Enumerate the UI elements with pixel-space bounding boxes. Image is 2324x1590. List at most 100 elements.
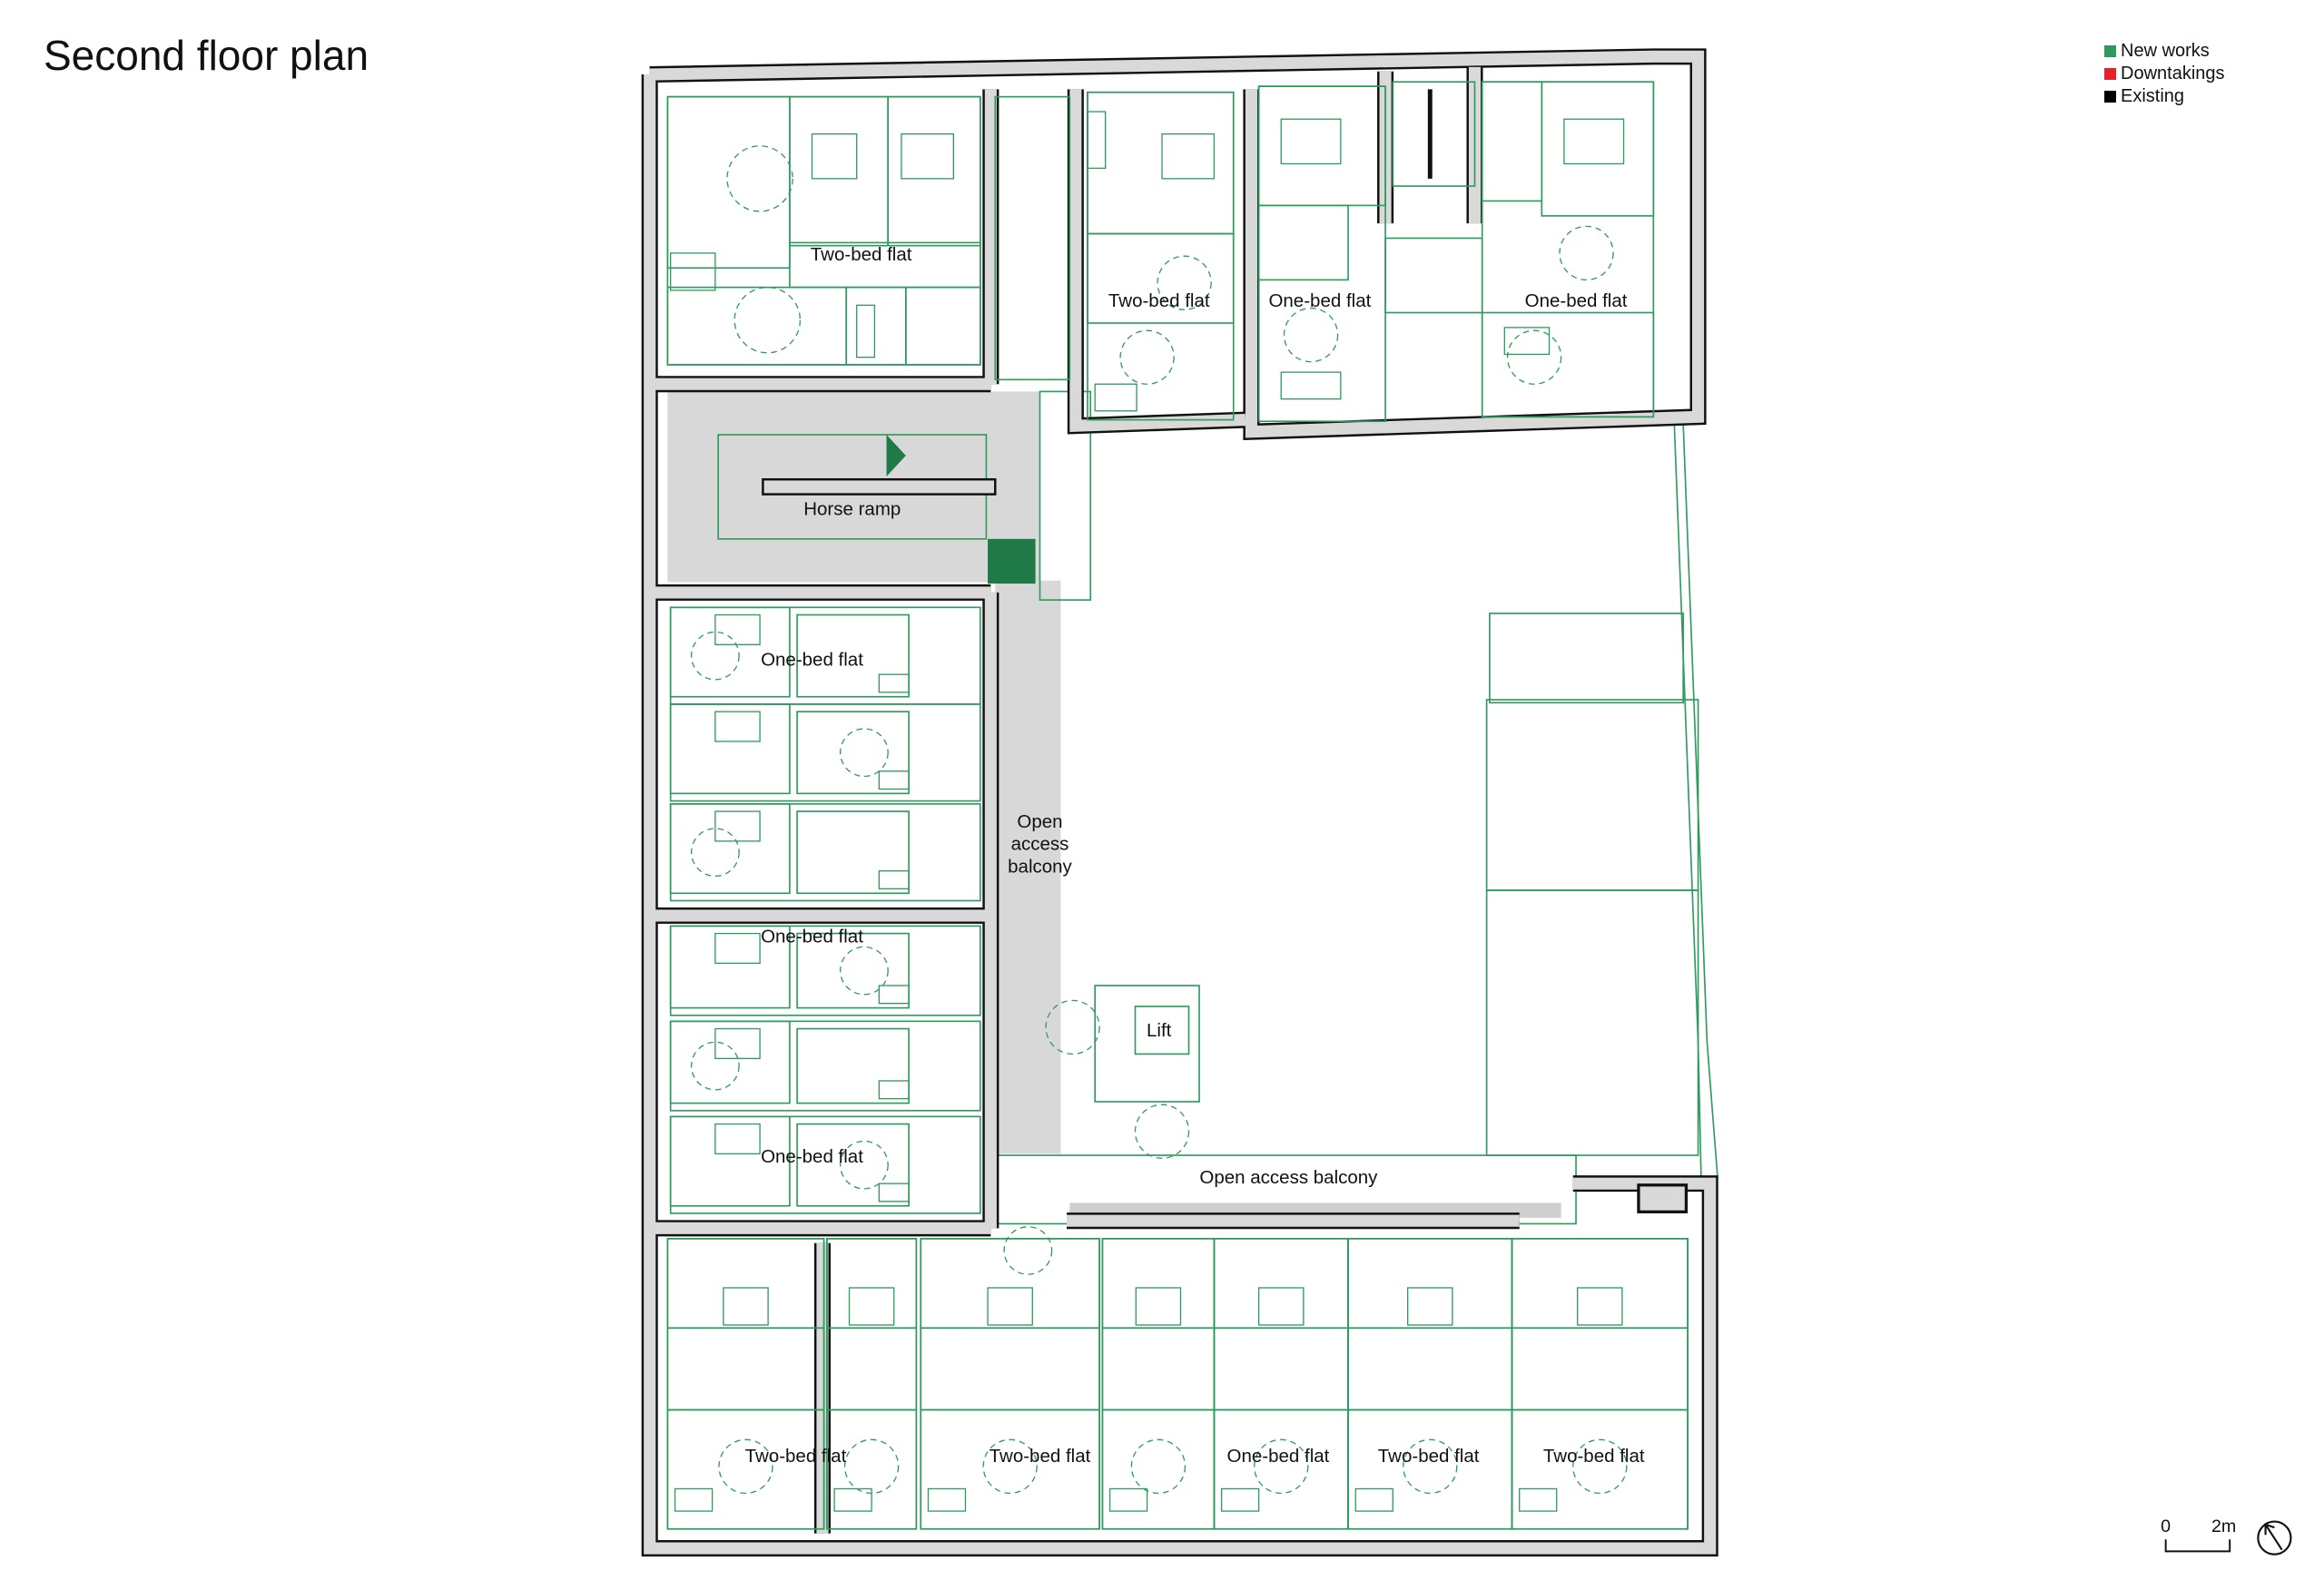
label-horse-ramp: Horse ramp	[803, 499, 901, 520]
stair-arrow-icon	[886, 435, 906, 476]
room-partition	[796, 613, 910, 698]
label-two-bed-flat: Two-bed flat	[811, 244, 912, 265]
legend-swatch	[2104, 91, 2116, 103]
bed	[714, 613, 761, 645]
room-partition	[826, 1327, 918, 1411]
bed	[1280, 118, 1342, 165]
room-partition	[1101, 1238, 1216, 1530]
room-partition	[1087, 91, 1235, 421]
room-partition	[1511, 1327, 1689, 1411]
room-partition	[669, 606, 791, 698]
turning-circle	[1283, 307, 1339, 363]
table	[878, 673, 910, 693]
scale-end: 2m	[2211, 1516, 2236, 1536]
room-partition	[1511, 1238, 1689, 1530]
turning-circle	[1559, 225, 1614, 281]
bath	[1087, 111, 1107, 170]
room-partition	[920, 1408, 1100, 1530]
room-partition	[1347, 1238, 1513, 1330]
turning-circle	[718, 1438, 773, 1495]
bed	[1161, 132, 1216, 180]
turning-circle	[982, 1438, 1038, 1495]
room-partition	[1257, 85, 1386, 207]
room-partition	[826, 1238, 918, 1530]
room-partition	[666, 95, 981, 366]
room-partition	[905, 286, 981, 366]
legend: New works Downtakings Existing	[2104, 40, 2225, 108]
room-partition	[1101, 1238, 1216, 1330]
lift	[1094, 985, 1200, 1103]
north-arrow-icon	[2257, 1520, 2292, 1556]
table	[669, 252, 716, 291]
room-partition	[1213, 1238, 1349, 1530]
turning-circle	[690, 631, 740, 681]
label-open-access-balcony: Open access balcony	[1199, 1167, 1378, 1188]
turning-circle	[1254, 1438, 1309, 1495]
legend-item-downtakings: Downtakings	[2104, 63, 2225, 85]
label-one-bed-flat: One-bed flat	[761, 926, 863, 947]
room-partition	[796, 711, 910, 795]
room-partition	[1511, 1408, 1689, 1530]
scale-start: 0	[2161, 1516, 2171, 1536]
table	[878, 1080, 910, 1100]
room-partition	[826, 1408, 918, 1530]
legend-label: New works	[2121, 41, 2210, 61]
room-partition	[1511, 1238, 1689, 1330]
room-partition	[1257, 85, 1386, 423]
room-partition	[666, 1327, 825, 1411]
bed	[1257, 1287, 1305, 1326]
bed	[714, 810, 761, 842]
label-two-bed-flat: Two-bed flat	[1108, 290, 1210, 311]
room-partition	[789, 95, 889, 247]
turning-circle	[1130, 1438, 1187, 1495]
bed	[987, 1287, 1033, 1326]
room-partition	[669, 1020, 791, 1104]
room-partition	[796, 1027, 910, 1104]
room-partition	[1481, 81, 1543, 202]
room-partition	[920, 1327, 1100, 1411]
label-one-bed-flat: One-bed flat	[761, 1146, 863, 1167]
turning-circle	[726, 145, 793, 212]
turning-circle	[1506, 329, 1562, 385]
turning-circle	[734, 286, 802, 354]
room-partition	[666, 1408, 825, 1530]
label-lift: Lift	[1147, 1020, 1172, 1041]
sofa	[1094, 383, 1137, 412]
legend-item-new-works: New works	[2104, 40, 2225, 63]
turning-circle	[1003, 1226, 1053, 1275]
room-partition	[666, 95, 791, 270]
room-partition	[666, 1238, 825, 1530]
bed	[1135, 1287, 1182, 1326]
room-partition	[1101, 1327, 1216, 1411]
room-partition	[1347, 1238, 1513, 1530]
room-partition	[796, 1123, 910, 1207]
table	[674, 1487, 714, 1512]
table	[1354, 1487, 1393, 1512]
room-partition	[1347, 1327, 1513, 1411]
turning-circle	[1045, 999, 1100, 1055]
label-one-bed-flat: One-bed flat	[1268, 290, 1371, 311]
label-open-access-balcony: access	[1011, 834, 1069, 855]
new-works-rooms	[666, 81, 1689, 1530]
label-two-bed-flat: Two-bed flat	[990, 1446, 1091, 1467]
bed	[714, 1123, 761, 1155]
room-partition	[669, 925, 791, 1009]
table	[878, 985, 910, 1005]
room-partition	[666, 1238, 825, 1330]
turning-circle	[1134, 1104, 1190, 1159]
label-one-bed-flat: One-bed flat	[1227, 1446, 1330, 1467]
bed	[1563, 118, 1625, 165]
room-partition	[1087, 232, 1235, 324]
legend-item-existing: Existing	[2104, 85, 2225, 108]
label-one-bed-flat: One-bed flat	[1525, 290, 1628, 311]
room-partition	[826, 1238, 918, 1330]
courtyard-boundary	[1039, 390, 1718, 1177]
room-partition	[994, 95, 1071, 381]
page-title: Second floor plan	[44, 32, 369, 79]
balcony-paving	[995, 580, 1061, 1154]
table	[1220, 1487, 1260, 1512]
table	[833, 1487, 872, 1512]
legend-swatch	[2104, 68, 2116, 80]
sofa	[1503, 327, 1551, 356]
